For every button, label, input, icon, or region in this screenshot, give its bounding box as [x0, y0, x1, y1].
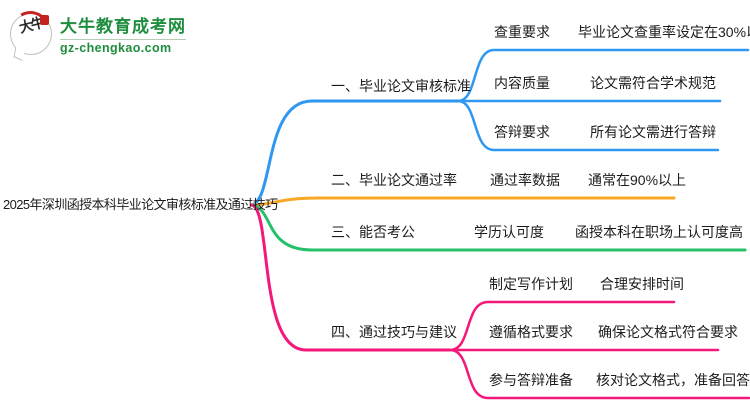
branch-3-line: [250, 203, 747, 252]
branch-4-child-3-line: [448, 348, 750, 400]
branch-4-child-2-label[interactable]: 遵循格式要求: [489, 324, 573, 340]
branch-3-child-1-value[interactable]: 函授本科在职场上认可度高: [575, 224, 743, 240]
site-logo: 大牛 大牛教育成考网 gz-chengkao.com: [6, 6, 186, 61]
site-name: 大牛教育成考网: [60, 12, 186, 40]
branch-1-child-1-line: [456, 48, 750, 103]
branch-4-topic[interactable]: 四、通过技巧与建议: [331, 324, 457, 340]
branch-4-child-1-line: [448, 300, 676, 352]
daniu-logo-icon: 大牛: [6, 6, 55, 61]
logo-red-seal-icon: [40, 14, 49, 25]
branch-2-child-1-value[interactable]: 通常在90%以上: [588, 172, 687, 188]
branch-1-child-1-label[interactable]: 查重要求: [494, 24, 550, 40]
branch-3-topic[interactable]: 三、能否考公: [331, 224, 415, 240]
branch-1-topic[interactable]: 一、毕业论文审核标准: [331, 78, 471, 94]
branch-1-child-3-line: [456, 99, 720, 152]
branch-4-line: [250, 203, 452, 352]
branch-4-child-2-value[interactable]: 确保论文格式符合要求: [598, 324, 738, 340]
branch-1-child-1-value[interactable]: 毕业论文查重率设定在30%以下: [578, 24, 750, 40]
branch-2-topic[interactable]: 二、毕业论文通过率: [331, 172, 457, 188]
branch-1-child-2-value[interactable]: 论文需符合学术规范: [590, 75, 716, 91]
branch-2-child-1-label[interactable]: 通过率数据: [490, 172, 560, 188]
branch-4-child-3-label[interactable]: 参与答辩准备: [489, 372, 573, 388]
branch-2-line: [250, 196, 676, 207]
branch-1-child-3-label[interactable]: 答辩要求: [494, 124, 550, 140]
site-url: gz-chengkao.com: [60, 41, 172, 55]
central-topic[interactable]: 2025年深圳函授本科毕业论文审核标准及通过技巧: [3, 197, 278, 212]
branch-1-child-2-label[interactable]: 内容质量: [494, 75, 550, 91]
branch-3-child-1-label[interactable]: 学历认可度: [474, 224, 544, 240]
branch-1-line: [250, 99, 460, 207]
logo-text-block: 大牛教育成考网 gz-chengkao.com: [60, 12, 186, 55]
branch-4-child-3-value[interactable]: 核对论文格式，准备回答问题: [596, 372, 750, 388]
branch-4-child-1-label[interactable]: 制定写作计划: [489, 276, 573, 292]
branch-4-child-1-value[interactable]: 合理安排时间: [600, 276, 684, 292]
branch-1-child-3-value[interactable]: 所有论文需进行答辩: [590, 124, 716, 140]
